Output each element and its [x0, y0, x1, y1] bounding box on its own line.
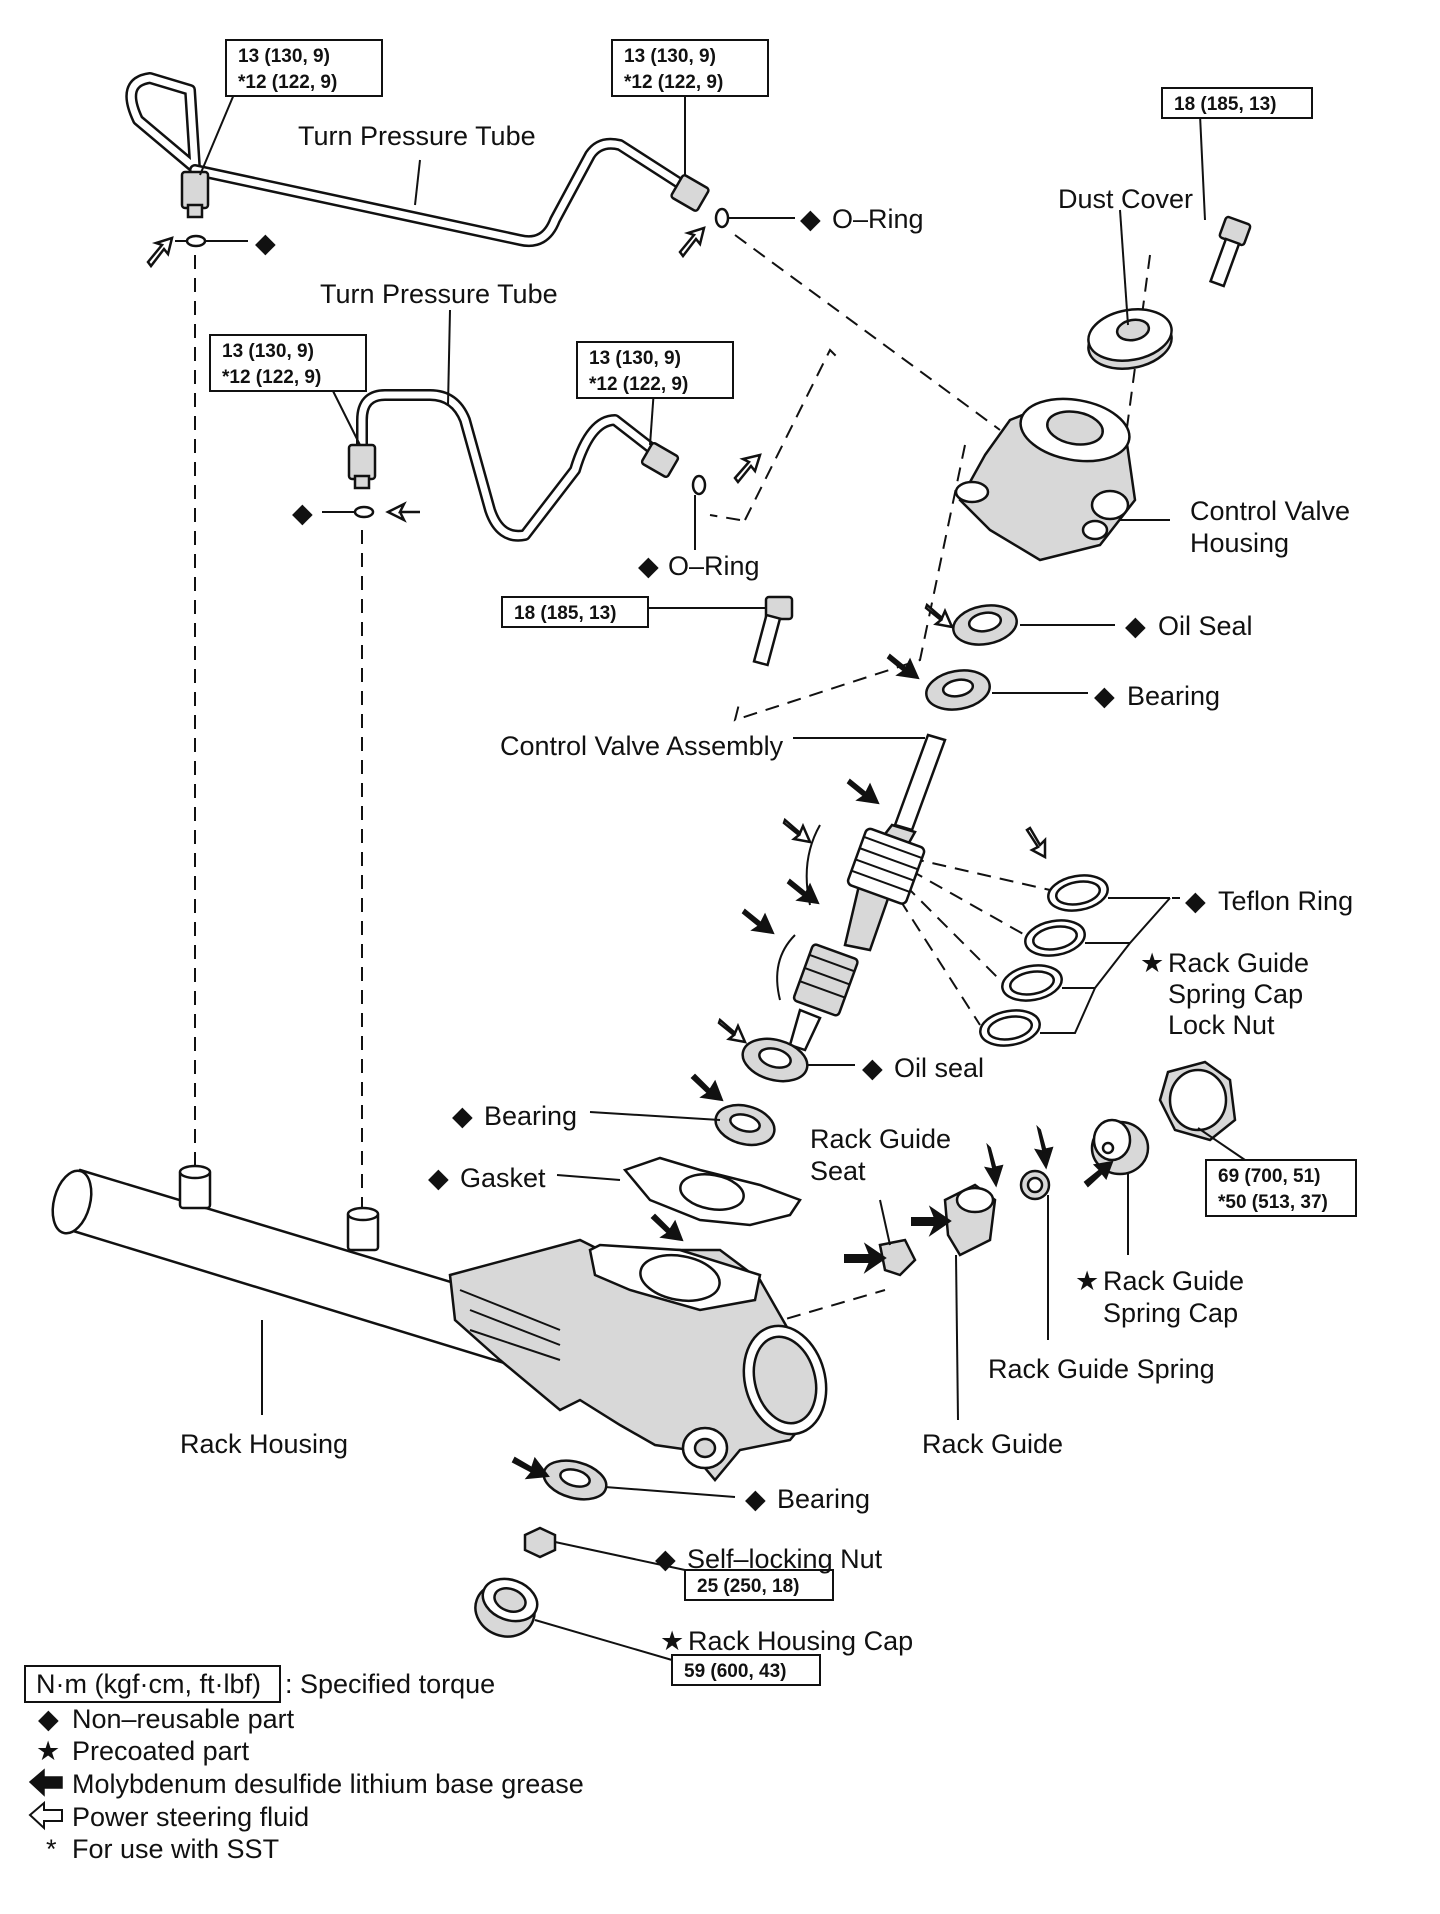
legend-non-reusable: Non–reusable part — [72, 1704, 295, 1734]
legend-torque-unit-box: N·m (kgf·cm, ft·lbf) — [36, 1669, 261, 1699]
diamond-icon: ◆ — [428, 1163, 449, 1193]
bearing-lower — [542, 1459, 608, 1501]
diamond-icon: ◆ — [862, 1053, 883, 1083]
label-rack-guide-spring: Rack Guide Spring — [988, 1354, 1215, 1384]
torque-lock-nut-b: *50 (513, 37) — [1218, 1192, 1328, 1213]
leader-lines — [175, 79, 1246, 1661]
gasket — [622, 1156, 802, 1227]
legend-moly-grease: Molybdenum desulfide lithium base grease — [72, 1769, 584, 1799]
rack-housing — [51, 1164, 828, 1482]
part-labels: Turn Pressure Tube Turn Pressure Tube ◆ … — [180, 121, 1353, 1656]
torque-tube1-left-b: *12 (122, 9) — [238, 72, 337, 93]
diamond-icon: ◆ — [1094, 681, 1115, 711]
turn-pressure-tube-upper — [125, 72, 730, 248]
label-lock-nut-3: Lock Nut — [1168, 1010, 1275, 1040]
dust-cover — [1087, 308, 1173, 370]
label-dust-cover: Dust Cover — [1058, 184, 1193, 214]
star-icon: ★ — [1140, 948, 1164, 978]
torque-bolt-mid: 18 (185, 13) — [514, 603, 616, 624]
self-locking-nut — [523, 1526, 557, 1559]
label-control-valve-housing-2: Housing — [1190, 528, 1289, 558]
star-icon: ★ — [1075, 1266, 1099, 1296]
label-oil-seal-2: Oil seal — [894, 1053, 984, 1083]
label-control-valve-assembly: Control Valve Assembly — [500, 731, 784, 761]
label-gasket: Gasket — [460, 1163, 546, 1193]
label-lock-nut-1: Rack Guide — [1168, 948, 1309, 978]
label-rack-guide: Rack Guide — [922, 1429, 1063, 1459]
star-icon: ★ — [36, 1736, 60, 1766]
label-teflon-ring: Teflon Ring — [1218, 886, 1353, 916]
rack-guide — [943, 1183, 997, 1257]
diamond-icon: ◆ — [655, 1544, 676, 1574]
rack-housing-cap — [474, 1577, 539, 1638]
control-valve-housing — [954, 397, 1137, 562]
diamond-icon: ◆ — [452, 1101, 473, 1131]
turn-pressure-tube-lower — [347, 389, 707, 542]
label-control-valve-housing-1: Control Valve — [1190, 496, 1350, 526]
legend-ps-fluid: Power steering fluid — [72, 1802, 309, 1832]
label-rack-guide-seat-2: Seat — [810, 1156, 866, 1186]
torque-bolt-top: 18 (185, 13) — [1174, 94, 1276, 115]
torque-tube2-left-b: *12 (122, 9) — [222, 367, 321, 388]
legend-precoated: Precoated part — [72, 1736, 250, 1766]
star-icon: ★ — [660, 1626, 684, 1656]
diamond-icon: ◆ — [1185, 886, 1206, 916]
torque-spec-boxes: 13 (130, 9) *12 (122, 9) 13 (130, 9) *12… — [209, 39, 1357, 1686]
legend-sst: For use with SST — [72, 1834, 279, 1864]
diamond-icon: ◆ — [1125, 611, 1146, 641]
bolt-upper — [1208, 215, 1252, 288]
label-o-ring-2: O–Ring — [668, 551, 760, 581]
label-o-ring-1: O–Ring — [832, 204, 924, 234]
label-oil-seal-1: Oil Seal — [1158, 611, 1253, 641]
torque-tube1-right-a: 13 (130, 9) — [624, 46, 716, 67]
oil-seal-lower — [741, 1037, 809, 1083]
label-lock-nut-2: Spring Cap — [1168, 979, 1303, 1009]
bearing-upper — [925, 669, 991, 711]
torque-tube1-left-a: 13 (130, 9) — [238, 46, 330, 67]
diamond-icon: ◆ — [800, 204, 821, 234]
bearing-middle — [714, 1103, 776, 1147]
grease-arrow-icon — [28, 1768, 63, 1797]
legend: N·m (kgf·cm, ft·lbf) : Specified torque … — [24, 1665, 584, 1864]
torque-tube2-right-b: *12 (122, 9) — [589, 374, 688, 395]
diamond-icon: ◆ — [255, 228, 276, 258]
label-turn-pressure-tube-2: Turn Pressure Tube — [320, 279, 558, 309]
torque-lock-nut-a: 69 (700, 51) — [1218, 1166, 1320, 1187]
diamond-icon: ◆ — [38, 1704, 59, 1734]
label-rack-housing: Rack Housing — [180, 1429, 348, 1459]
label-bearing-3: Bearing — [777, 1484, 870, 1514]
fluid-arrow-icons — [146, 226, 1047, 1044]
rack-guide-spring — [1019, 1169, 1051, 1201]
torque-self-locking-nut: 25 (250, 18) — [697, 1576, 799, 1597]
label-rack-guide-spring-cap-2: Spring Cap — [1103, 1298, 1238, 1328]
label-rack-guide-spring-cap-1: Rack Guide — [1103, 1266, 1244, 1296]
asterisk-icon: * — [46, 1834, 57, 1864]
torque-tube2-right-a: 13 (130, 9) — [589, 348, 681, 369]
rack-guide-seat — [878, 1238, 917, 1277]
torque-tube1-right-b: *12 (122, 9) — [624, 72, 723, 93]
label-rack-guide-seat-1: Rack Guide — [810, 1124, 951, 1154]
oil-seal-upper — [952, 604, 1018, 646]
teflon-rings — [979, 874, 1109, 1047]
label-bearing-2: Bearing — [484, 1101, 577, 1131]
label-turn-pressure-tube-1: Turn Pressure Tube — [298, 121, 536, 151]
fluid-arrow-icon — [28, 1800, 63, 1831]
grease-arrow-icons — [511, 653, 1114, 1480]
rack-guide-spring-cap — [1090, 1118, 1150, 1176]
bolt-middle — [752, 595, 794, 667]
rack-guide-spring-cap-lock-nut — [1158, 1060, 1237, 1142]
torque-rack-housing-cap: 59 (600, 43) — [684, 1661, 786, 1682]
label-self-locking-nut: Self–locking Nut — [687, 1544, 883, 1574]
label-bearing-1: Bearing — [1127, 681, 1220, 711]
diamond-icon: ◆ — [745, 1484, 766, 1514]
diamond-icon: ◆ — [292, 498, 313, 528]
diamond-icon: ◆ — [638, 551, 659, 581]
legend-torque-unit-desc: : Specified torque — [285, 1669, 495, 1699]
control-valve-assembly — [776, 733, 947, 1052]
label-rack-housing-cap: Rack Housing Cap — [688, 1626, 913, 1656]
torque-tube2-left-a: 13 (130, 9) — [222, 341, 314, 362]
